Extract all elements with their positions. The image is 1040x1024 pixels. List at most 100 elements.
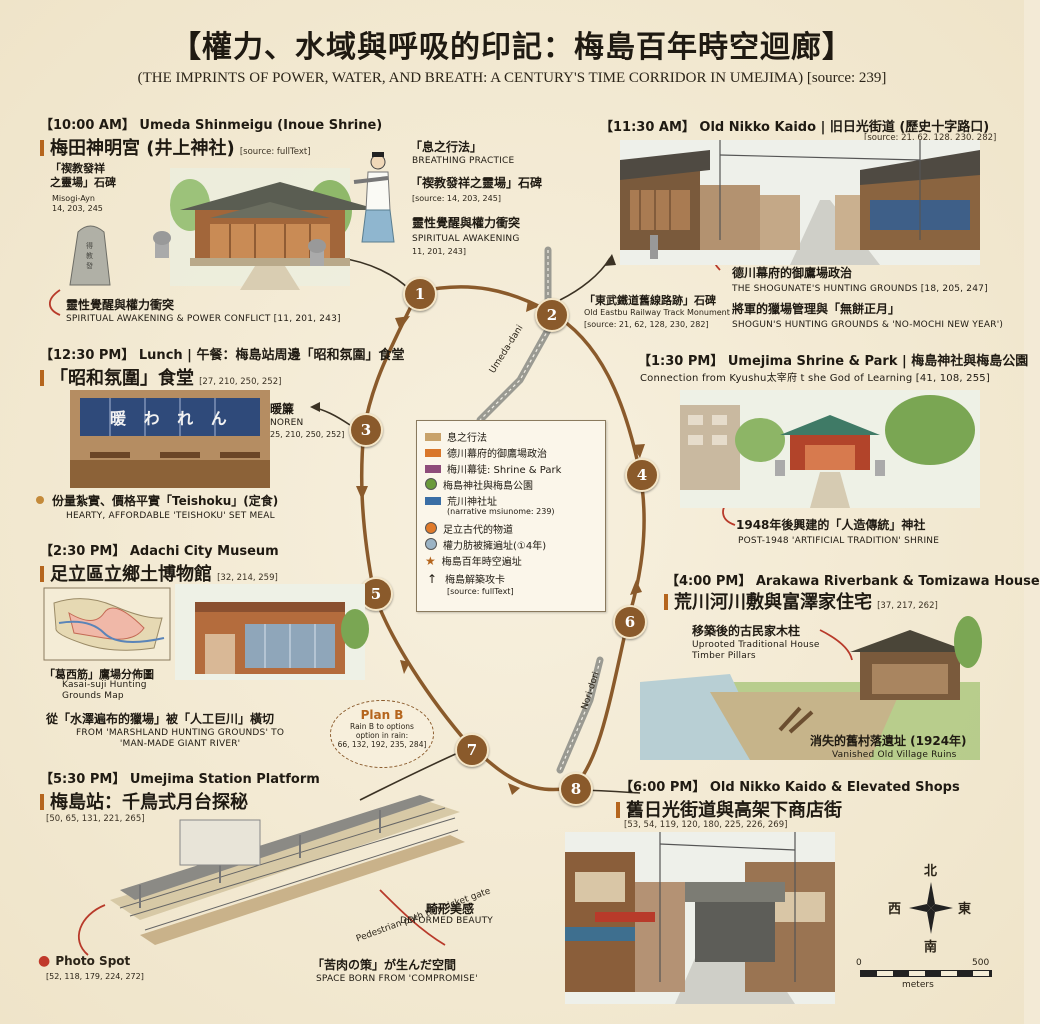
stop6-ruins-zh: 消失的舊村落遺址 (1924年) bbox=[810, 734, 967, 748]
stop4-note-en: POST-1948 'ARTIFICIAL TRADITION' SHRINE bbox=[738, 536, 940, 546]
stop1-side-en3: SPIRITUAL AWAKENING bbox=[412, 234, 520, 244]
stop6-pillar-zh: 移築後的古民家木柱 bbox=[692, 624, 801, 638]
stop7-place: 梅島站：千鳥式月台探秘 bbox=[40, 792, 248, 813]
stop2-time: 【11:30 AM】 Old Nikko Kaido | 旧日光街道 (歷史十字… bbox=[600, 120, 990, 135]
stop7-beauty-zh: 畸形美感 bbox=[426, 902, 475, 916]
stop4-desc: Connection from Kyushu太宰府 t she God of L… bbox=[640, 373, 990, 384]
stop6-ruins-en: Vanished Old Village Ruins bbox=[832, 750, 957, 760]
stop1-source: [source: fullText] bbox=[239, 147, 311, 157]
stop3-noren-src: 25, 210, 250, 252] bbox=[270, 430, 345, 439]
stop3-place: 「昭和氛圍」食堂 bbox=[40, 368, 194, 389]
stop5-note-en: FROM 'MARSHLAND HUNTING GROUNDS' TO 'MAN… bbox=[76, 728, 285, 749]
legend-label: 梅島百年時空遍址 bbox=[441, 557, 522, 568]
compass-south: 南 bbox=[924, 940, 938, 955]
stop3-source: [27, 210, 250, 252] bbox=[199, 377, 282, 387]
stop7-time: 【5:30 PM】 Umejima Station Platform bbox=[40, 772, 320, 787]
scale-max: 500 bbox=[972, 958, 990, 968]
svg-text:教: 教 bbox=[86, 251, 93, 260]
stop5-note-zh: 從「水澤遍布的獵場」被「人工巨川」橫切 bbox=[46, 712, 275, 726]
scale-zero: 0 bbox=[856, 958, 862, 968]
stop5-source: [32, 214, 259] bbox=[217, 573, 278, 583]
legend-label: 梅川幕徒: Shrine & Park bbox=[447, 465, 562, 476]
legend-item: 梅島神社與梅島公園 bbox=[425, 477, 533, 492]
stop1-stone-en: Misogi-Ayn 14, 203, 245 bbox=[52, 194, 103, 213]
scale-unit: meters bbox=[902, 980, 934, 990]
legend-item: 息之行法 bbox=[425, 429, 487, 444]
legend-dot bbox=[425, 538, 437, 550]
stop7-platform-illustration bbox=[110, 795, 465, 945]
stop1-shrine-illustration: 得教發 bbox=[69, 168, 380, 290]
stop5-map-en: Kasai-suji Hunting Grounds Map bbox=[62, 680, 147, 701]
stop3-time: 【12:30 PM】 Lunch | 午餐：梅島站周邊「昭和氛圍」食堂 bbox=[40, 348, 405, 363]
route-node-6[interactable]: 6 bbox=[613, 605, 647, 639]
route-node-7[interactable]: 7 bbox=[455, 733, 489, 767]
stop5-time: 【2:30 PM】 Adachi City Museum bbox=[40, 544, 279, 559]
legend-swatch bbox=[425, 433, 441, 441]
stop4-note-zh: 1948年後興建的「人造傳統」神社 bbox=[736, 518, 926, 532]
stop7-header: 梅島站：千鳥式月台探秘 bbox=[40, 788, 248, 814]
legend-item: 荒川神社址 bbox=[425, 493, 497, 508]
page-subtitle: (THE IMPRINTS OF POWER, WATER, AND BREAT… bbox=[137, 70, 887, 86]
stop7-source: [50, 65, 131, 221, 265] bbox=[46, 814, 145, 824]
stop2-rail-src: [source: 21, 62, 128, 230, 282] bbox=[584, 320, 709, 329]
legend-dot bbox=[425, 478, 437, 490]
arrow-up-icon: ↑ bbox=[427, 572, 438, 586]
route-node-2[interactable]: 2 bbox=[535, 298, 569, 332]
route-node-8[interactable]: 8 bbox=[559, 772, 593, 806]
compass-north: 北 bbox=[924, 864, 938, 879]
page-title: 【權力、水域與呼吸的印記：梅島百年時空迴廊】 bbox=[171, 30, 853, 65]
priest-figure bbox=[353, 152, 395, 243]
stop1-stone-zh: 「禊教發祥 之靈場」石碑 bbox=[50, 162, 116, 189]
stop6-place: 荒川河川敷與富澤家住宅 bbox=[664, 592, 872, 613]
stop2-street-illustration bbox=[620, 140, 980, 265]
legend-note: [source: fullText] bbox=[447, 587, 514, 596]
stop3-note-zh: 份量紮實、價格平實「Teishoku」(定食) bbox=[52, 494, 279, 508]
legend-swatch bbox=[425, 449, 441, 457]
stop1-note-zh: 靈性覺醒與權力衝突 bbox=[66, 298, 175, 312]
stop2-note-en1: THE SHOGUNATE'S HUNTING GROUNDS [18, 205… bbox=[732, 284, 988, 294]
route-node-1[interactable]: 1 bbox=[403, 277, 437, 311]
stop1-side-zh3: 靈性覺醒與權力衝突 bbox=[412, 216, 521, 230]
stop1-side-zh2: 「禊教發祥之靈場」石碑 bbox=[410, 176, 543, 190]
legend-swatch bbox=[425, 497, 441, 505]
stop2-rail-zh: 「東武鐵道舊線路跡」石碑 bbox=[584, 294, 716, 307]
map-legend: 息之行法 德川幕府的御鷹場政治 梅川幕徒: Shrine & Park 梅島神社… bbox=[416, 420, 606, 612]
stop1-side-en1: BREATHING PRACTICE bbox=[412, 156, 515, 166]
stop5-museum-illustration bbox=[175, 584, 369, 680]
stop8-time: 【6:00 PM】 Old Nikko Kaido & Elevated Sho… bbox=[620, 780, 960, 795]
stop1-side-src2: [source: 14, 203, 245] bbox=[412, 194, 501, 203]
compass-rose-icon bbox=[909, 882, 953, 934]
stop7-photo-spot[interactable]: ● Photo Spot bbox=[38, 950, 130, 969]
legend-label: 梅島神社與梅島公園 bbox=[443, 481, 533, 492]
stop2-source: [source: 21, 62, 128, 230, 282] bbox=[864, 133, 997, 143]
stop3-restaurant-illustration bbox=[70, 390, 270, 488]
legend-item: 德川幕府的御鷹場政治 bbox=[425, 445, 547, 460]
stop7-photo-src: [52, 118, 179, 224, 272] bbox=[46, 972, 144, 981]
route-node-4[interactable]: 4 bbox=[625, 458, 659, 492]
legend-swatch bbox=[425, 465, 441, 473]
stop3-noren-en: NOREN bbox=[270, 418, 304, 428]
legend-dot bbox=[425, 522, 437, 534]
stop7-space-en: SPACE BORN FROM 'COMPROMISE' bbox=[316, 974, 478, 984]
stop2-note-zh1: 德川幕府的御鷹場政治 bbox=[732, 266, 853, 280]
stop7-photo-label: Photo Spot bbox=[55, 954, 131, 968]
legend-item: 梅川幕徒: Shrine & Park bbox=[425, 461, 561, 476]
legend-label: 荒川神社址 bbox=[447, 497, 497, 508]
planb-text: Rain B to options option in rain: 66, 13… bbox=[337, 722, 427, 749]
stop2-rail-en: Old Eastbu Railway Track Monument bbox=[584, 308, 730, 317]
legend-label: 權力肪被擁遍址(①4年) bbox=[443, 541, 547, 552]
stop1-time: 【10:00 AM】 Umeda Shinmeigu (Inoue Shrine… bbox=[40, 118, 383, 133]
stop6-header: 荒川河川敷與富澤家住宅 [37, 217, 262] bbox=[664, 588, 938, 614]
stop1-place: 梅田神明宮 (井上神社) bbox=[40, 138, 235, 159]
scale-bar bbox=[860, 970, 992, 977]
stop3-note-en: HEARTY, AFFORDABLE 'TEISHOKU' SET MEAL bbox=[66, 511, 275, 521]
stop2-note-zh2: 將軍的獵場管理與「無餅正月」 bbox=[732, 302, 901, 316]
planb-bubble[interactable]: Plan B Rain B to options option in rain:… bbox=[330, 700, 434, 768]
legend-label: 息之行法 bbox=[447, 433, 487, 444]
stop2-note-en2: SHOGUN'S HUNTING GROUNDS & 'NO-MOCHI NEW… bbox=[732, 320, 1004, 330]
route-node-3[interactable]: 3 bbox=[349, 413, 383, 447]
stop6-pillar-en: Uprooted Traditional House Timber Pillar… bbox=[692, 640, 820, 661]
stop5-map-zh: 「葛西筋」鷹場分佈圖 bbox=[44, 668, 154, 681]
